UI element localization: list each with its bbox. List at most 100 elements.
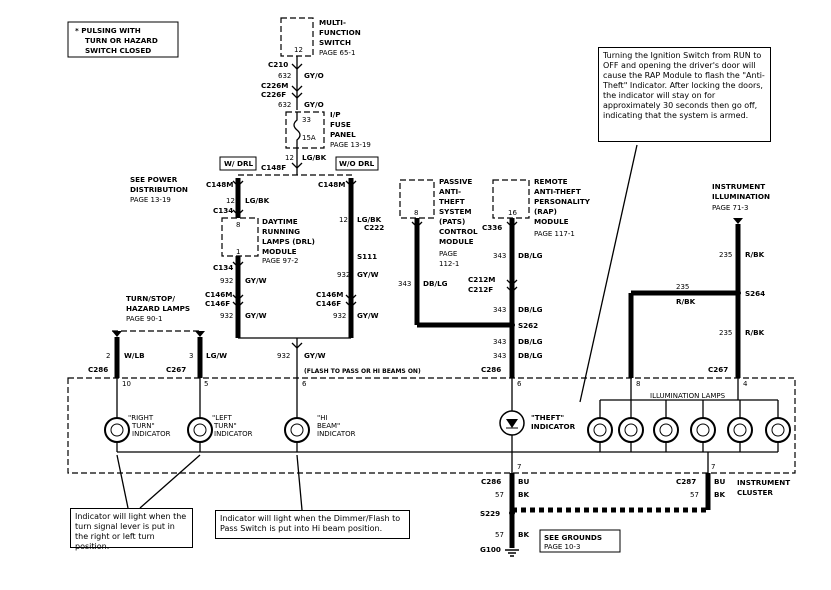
- illumination-lamps-label: ILLUMINATION LAMPS: [650, 392, 726, 400]
- grounds-page: PAGE 10-3: [544, 543, 580, 551]
- wire-12b-color: LG/BK: [245, 196, 270, 205]
- pats-label5: (PATS): [439, 217, 465, 226]
- pats-page2: 112-1: [439, 260, 459, 268]
- wire-343b-color: DB/LG: [518, 251, 543, 260]
- connector-c134-top: C134: [213, 206, 233, 215]
- rap-label3: PERSONALITY: [534, 197, 591, 206]
- illumination-lamp-icon: [727, 400, 753, 452]
- wire-932-bottom-color: GY/W: [304, 351, 326, 360]
- wire-932-4-color: GY/W: [357, 311, 379, 320]
- connector-c148f: C148F: [261, 163, 286, 172]
- theft-indicator-icon: [499, 410, 525, 436]
- splice-s264: S264: [745, 289, 765, 298]
- wire-3-color: LG/W: [206, 351, 227, 360]
- wire-343e-color: DB/LG: [518, 351, 543, 360]
- pats-pin: 8: [414, 209, 418, 217]
- wire-12a: 12: [285, 154, 294, 162]
- connector-c146m-left: C146M: [205, 290, 232, 299]
- splice-s229: S229: [480, 509, 500, 518]
- wire-235c-color: R/BK: [745, 328, 765, 337]
- bu-left: BU: [518, 477, 529, 486]
- with-drl-label: W/ DRL: [224, 159, 254, 168]
- ground-icon: [505, 549, 519, 557]
- wire-3: 3: [189, 352, 193, 360]
- wire-632b-color: GY/O: [304, 100, 324, 109]
- with-drl-label-box: [219, 156, 257, 171]
- hi-beam-label3: INDICATOR: [317, 430, 356, 438]
- multifunction-label1: MULTI-: [319, 18, 346, 27]
- pats-label4: SYSTEM: [439, 207, 472, 216]
- cluster-bottom-pin-left: 7: [517, 463, 521, 471]
- pats-label1: PASSIVE: [439, 177, 472, 186]
- turn-stop-label2: HAZARD LAMPS: [126, 304, 190, 313]
- rap-label5: MODULE: [534, 217, 569, 226]
- connector-c146f-left: C146F: [205, 299, 230, 308]
- fuse-number: 33: [302, 116, 311, 124]
- wire-343c-color: DB/LG: [518, 305, 543, 314]
- pulsing-note-line2: TURN OR HAZARD: [85, 36, 158, 45]
- wire-57a-color: BK: [518, 490, 529, 499]
- connector-c287-bottom: C287: [676, 477, 696, 486]
- wire-235c: 235: [719, 329, 732, 337]
- wire-57c: 57: [495, 531, 504, 539]
- grounds-label: SEE GROUNDS: [544, 533, 602, 542]
- wire-343d: 343: [493, 338, 506, 346]
- rap-label2: ANTI-THEFT: [534, 187, 581, 196]
- rap-page: PAGE 117-1: [534, 230, 575, 238]
- cluster-pin-4: 4: [743, 380, 748, 388]
- fuse-panel-page: PAGE 13-19: [330, 141, 371, 149]
- right-turn-label2: TURN": [131, 422, 155, 430]
- connector-c286-bottom: C286: [481, 477, 501, 486]
- wire-343e: 343: [493, 352, 506, 360]
- pats-label6: CONTROL: [439, 227, 478, 236]
- wire-343b: 343: [493, 252, 506, 260]
- hi-beam-label1: "HI: [317, 414, 328, 422]
- connector-c226m: C226M: [261, 81, 288, 90]
- wire-235a-color: R/BK: [745, 250, 765, 259]
- right-turn-label3: INDICATOR: [132, 430, 171, 438]
- wire-632a: 632: [278, 72, 291, 80]
- pulsing-note-box: [67, 21, 179, 58]
- hi-beam-indicator-icon: [284, 417, 310, 443]
- power-dist-label1: SEE POWER: [130, 175, 178, 184]
- connector-c212m: C212M: [468, 275, 495, 284]
- bu-right: BU: [714, 477, 725, 486]
- wire-932-1: 932: [220, 277, 233, 285]
- illum-label1: INSTRUMENT: [712, 182, 765, 191]
- connector-c210: C210: [268, 60, 288, 69]
- connector-c226f: C226F: [261, 90, 286, 99]
- theft-label1: "THEFT": [531, 413, 564, 422]
- power-dist-label2: DISTRIBUTION: [130, 185, 188, 194]
- cluster-pin-10: 10: [122, 380, 131, 388]
- wire-632a-color: GY/O: [304, 71, 324, 80]
- pulsing-note-line3: SWITCH CLOSED: [85, 46, 151, 55]
- power-dist-page: PAGE 13-19: [130, 196, 171, 204]
- illumination-lamp-icon: [690, 400, 716, 452]
- illumination-lamp-icon: [618, 400, 644, 452]
- theft-indicator-note: Turning the Ignition Switch from RUN to …: [598, 47, 771, 142]
- drl-label3: LAMPS (DRL): [262, 237, 315, 246]
- connector-c148m-left: C148M: [206, 180, 233, 189]
- connector-c267-left: C267: [166, 365, 186, 374]
- left-turn-label2: TURN": [213, 422, 237, 430]
- flash-to-pass-note: (FLASH TO PASS OR HI BEAMS ON): [304, 368, 421, 375]
- drl-label2: RUNNING: [262, 227, 300, 236]
- wire-12a-color: LG/BK: [302, 153, 327, 162]
- connector-c267-right: C267: [708, 365, 728, 374]
- cluster-bottom-pin-right: 7: [711, 463, 715, 471]
- wire-57b: 57: [690, 491, 699, 499]
- turn-stop-page: PAGE 90-1: [126, 315, 162, 323]
- instrument-cluster-box: [67, 377, 796, 474]
- pats-label3: THEFT: [439, 197, 465, 206]
- connector-c148m-right: C148M: [318, 180, 345, 189]
- cluster-pin-5: 5: [204, 380, 208, 388]
- fuse-icon: [293, 112, 301, 150]
- wire-12c-color: LG/BK: [357, 215, 382, 224]
- cluster-pin-8: 8: [636, 380, 640, 388]
- fuse-panel-label3: PANEL: [330, 130, 356, 139]
- illum-label2: ILLUMINATION: [712, 192, 770, 201]
- fuse-panel-label1: I/P: [330, 110, 341, 119]
- fuse-amps: 15A: [302, 134, 316, 142]
- drl-page: PAGE 97-2: [262, 257, 298, 265]
